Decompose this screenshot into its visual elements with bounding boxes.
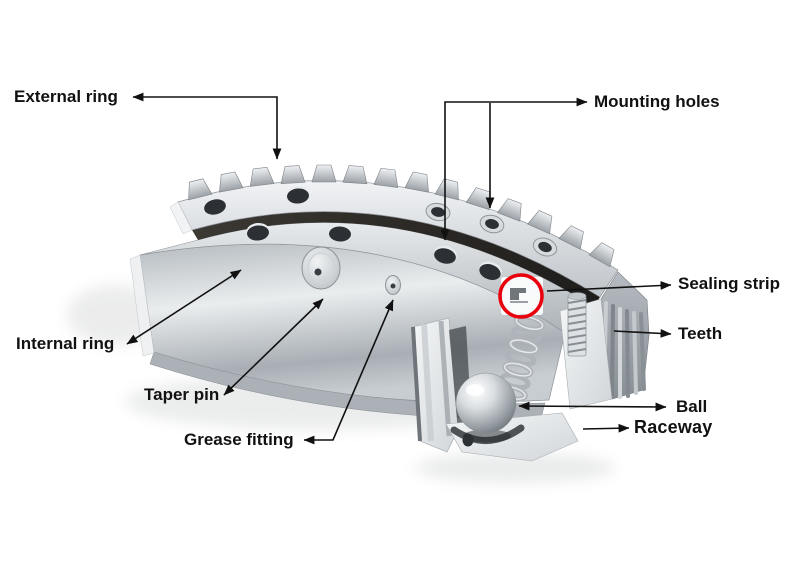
mounting-hole — [246, 222, 270, 241]
grease-fitting — [385, 275, 401, 295]
leader-mounting-holes-a — [440, 97, 588, 241]
seal-gap — [192, 211, 600, 307]
mounting-hole — [203, 196, 226, 215]
label-grease-fitting: Grease fitting — [184, 430, 294, 449]
leader-internal-ring — [126, 269, 242, 345]
sealing-strip-highlight-circle — [498, 273, 544, 319]
mounting-hole — [479, 261, 502, 280]
label-ball: Ball — [676, 397, 708, 416]
leader-teeth — [613, 329, 672, 338]
label-sealing-strip: Sealing strip — [678, 274, 781, 293]
label-teeth: Teeth — [678, 324, 723, 343]
leader-ball — [518, 401, 667, 412]
sealing-strip — [501, 277, 543, 315]
leader-lines — [126, 92, 672, 445]
leader-sealing-strip — [546, 281, 672, 292]
ball — [455, 372, 517, 434]
label-taper-pin: Taper pin — [144, 385, 220, 404]
label-external-ring: External ring — [14, 87, 118, 106]
internal-ring-section — [411, 317, 472, 453]
label-raceway: Raceway — [634, 417, 713, 437]
taper-pin — [301, 246, 341, 290]
mounting-holes-inner-row — [246, 222, 502, 280]
label-mounting-holes: Mounting holes — [594, 92, 720, 111]
mounting-hole-threaded — [532, 237, 558, 257]
mounting-hole — [286, 185, 310, 204]
mounting-hole — [328, 223, 352, 242]
leader-raceway — [582, 423, 630, 433]
leader-external-ring — [132, 92, 282, 160]
threaded-stud — [567, 292, 587, 357]
label-internal-ring: Internal ring — [16, 334, 115, 353]
leader-grease-fitting — [303, 299, 394, 445]
mounting-hole — [434, 245, 457, 264]
